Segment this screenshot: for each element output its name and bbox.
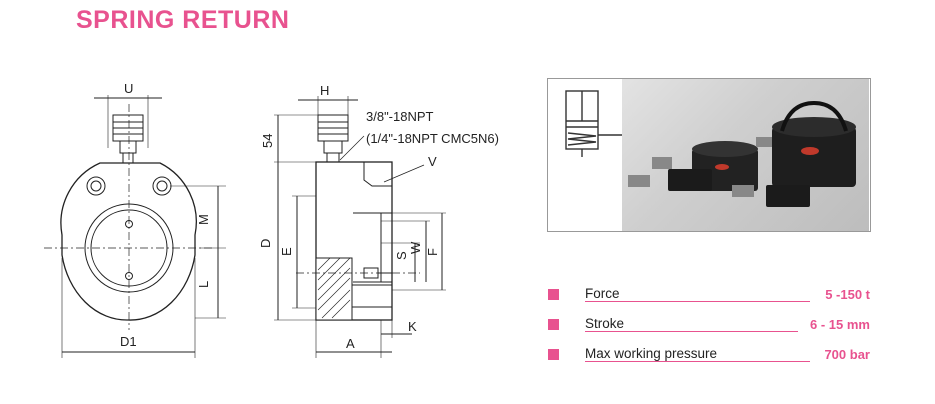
dim-k-label: K — [408, 319, 417, 334]
port-note-1: 3/8"-18NPT — [366, 109, 434, 124]
front-view — [44, 95, 226, 358]
hydraulic-symbol-icon — [565, 90, 622, 157]
bullet-square-icon — [548, 349, 559, 360]
dim-h-label: H — [320, 83, 329, 98]
page-title: SPRING RETURN — [76, 6, 290, 34]
spec-underline — [585, 361, 810, 362]
product-photo — [622, 79, 869, 231]
spec-underline — [585, 331, 798, 332]
dim-w-label: W — [408, 241, 423, 254]
dim-s-label: S — [394, 251, 409, 260]
dim-54-label: 54 — [260, 134, 275, 148]
dim-a-label: A — [346, 336, 355, 351]
bullet-square-icon — [548, 319, 559, 330]
spec-row-force: Force 5 -150 t — [548, 286, 870, 304]
spec-label: Force — [585, 286, 620, 301]
side-view — [274, 96, 446, 358]
spec-label: Max working pressure — [585, 346, 718, 361]
spec-underline — [585, 301, 810, 302]
dim-d1-label: D1 — [120, 334, 137, 349]
dim-l-label: L — [196, 281, 211, 288]
cylinders-image — [628, 100, 856, 207]
spec-label: Stroke — [585, 316, 625, 331]
spec-value: 5 -150 t — [825, 287, 870, 302]
dim-v-label: V — [428, 154, 437, 169]
spec-value: 700 bar — [824, 347, 870, 362]
dim-m-label: M — [196, 214, 211, 225]
spec-row-pressure: Max working pressure 700 bar — [548, 346, 870, 364]
port-note-2: (1/4"-18NPT CMC5N6) — [366, 131, 499, 146]
dim-e-label: E — [279, 247, 294, 256]
dim-d-label: D — [258, 239, 273, 248]
dim-f-label: F — [425, 248, 440, 256]
spec-row-stroke: Stroke 6 - 15 mm — [548, 316, 870, 334]
dim-u-label: U — [124, 81, 133, 96]
spec-value: 6 - 15 mm — [810, 317, 870, 332]
bullet-square-icon — [548, 289, 559, 300]
